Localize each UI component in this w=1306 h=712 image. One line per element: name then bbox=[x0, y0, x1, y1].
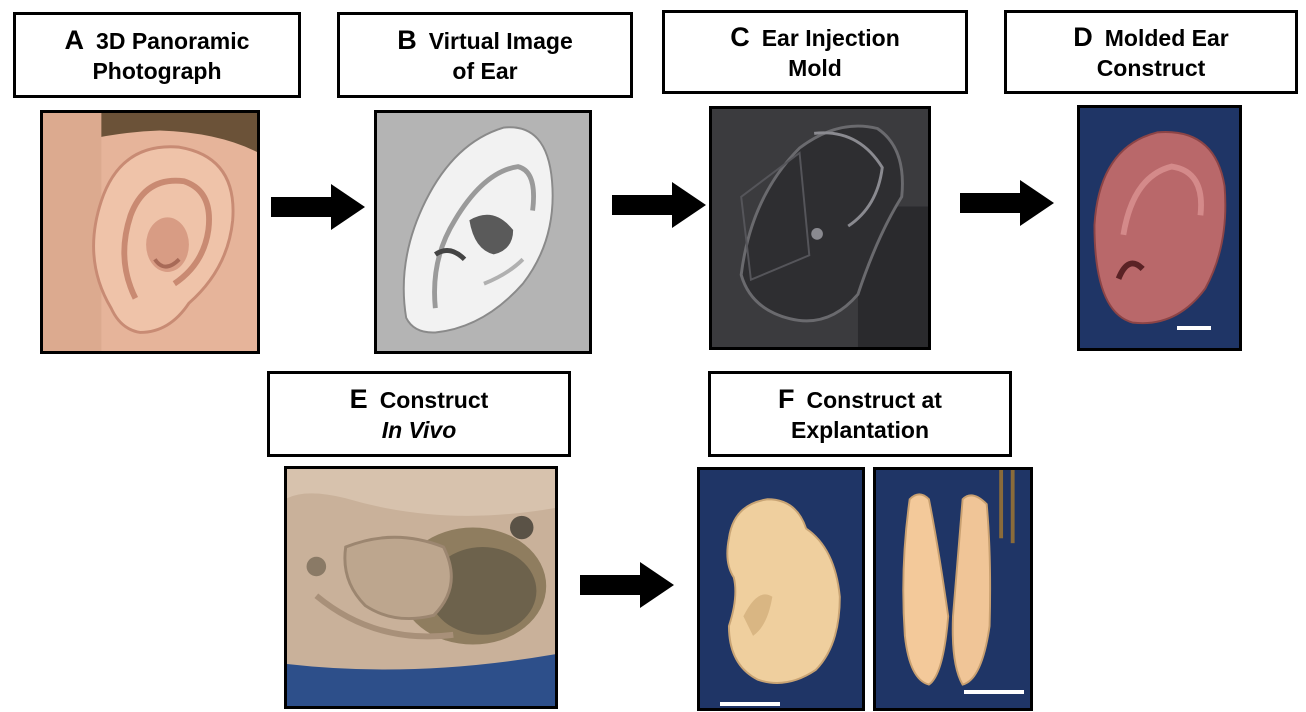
panel-e-construct-in-vivo bbox=[284, 466, 558, 709]
title-f-line2: Explantation bbox=[791, 415, 929, 445]
in-vivo-image bbox=[287, 469, 555, 706]
title-box-f: F Construct at Explantation bbox=[708, 371, 1012, 457]
panel-letter-f: F bbox=[778, 384, 795, 414]
title-e-line2: In Vivo bbox=[382, 415, 457, 445]
title-box-e: E Construct In Vivo bbox=[267, 371, 571, 457]
title-box-d: D Molded Ear Construct bbox=[1004, 10, 1298, 94]
panel-f-explant-sectioned bbox=[873, 467, 1033, 711]
title-c-line1: Ear Injection bbox=[762, 25, 900, 51]
title-b-line2: of Ear bbox=[452, 56, 517, 86]
panel-b-virtual-ear bbox=[374, 110, 592, 354]
scale-bar-f-left bbox=[720, 702, 780, 706]
virtual-ear-image bbox=[377, 113, 589, 351]
title-box-b: B Virtual Image of Ear bbox=[337, 12, 633, 98]
right-arrow-icon bbox=[960, 180, 1054, 226]
right-arrow-icon bbox=[612, 182, 706, 228]
title-c-line2: Mold bbox=[788, 53, 842, 83]
explant-sectioned-image bbox=[876, 470, 1030, 708]
panel-letter-b: B bbox=[397, 25, 417, 55]
panel-letter-e: E bbox=[350, 384, 368, 414]
ear-photo-image bbox=[43, 113, 257, 351]
injection-mold-image bbox=[712, 109, 928, 347]
panel-letter-d: D bbox=[1073, 22, 1093, 52]
title-a-line2: Photograph bbox=[92, 56, 221, 86]
right-arrow-icon bbox=[271, 184, 365, 230]
panel-a-ear-photo bbox=[40, 110, 260, 354]
title-d-line1: Molded Ear bbox=[1105, 25, 1229, 51]
explant-whole-image bbox=[700, 470, 862, 708]
panel-letter-a: A bbox=[65, 25, 85, 55]
title-b-line1: Virtual Image bbox=[429, 28, 573, 54]
title-e-line1: Construct bbox=[380, 387, 489, 413]
scale-bar-d bbox=[1177, 326, 1211, 330]
title-d-line2: Construct bbox=[1097, 53, 1206, 83]
scale-bar-f-right bbox=[964, 690, 1024, 694]
title-a-line1: 3D Panoramic bbox=[96, 28, 249, 54]
right-arrow-icon bbox=[580, 562, 674, 608]
panel-c-injection-mold bbox=[709, 106, 931, 350]
title-box-a: A 3D Panoramic Photograph bbox=[13, 12, 301, 98]
panel-f-explant-whole bbox=[697, 467, 865, 711]
panel-letter-c: C bbox=[730, 22, 750, 52]
panel-d-molded-construct bbox=[1077, 105, 1242, 351]
title-f-line1: Construct at bbox=[807, 387, 942, 413]
molded-construct-image bbox=[1080, 108, 1239, 348]
title-box-c: C Ear Injection Mold bbox=[662, 10, 968, 94]
